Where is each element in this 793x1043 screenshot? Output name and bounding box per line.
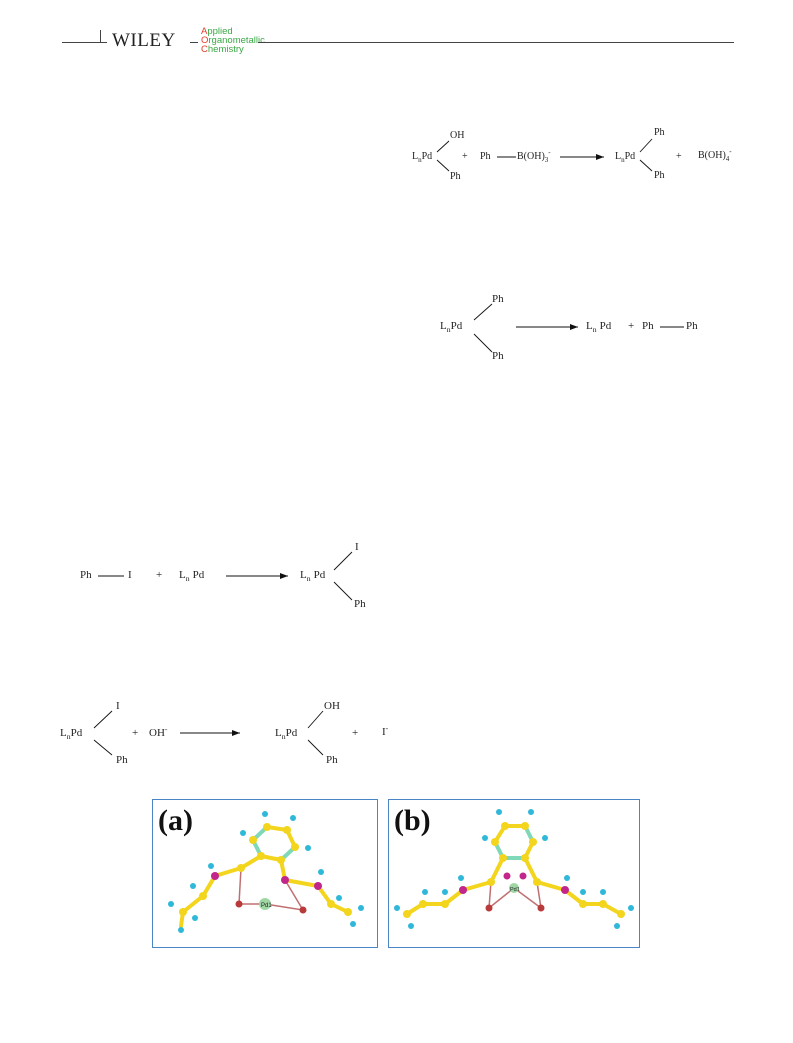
s4-lnpd-product: LnPd — [275, 727, 298, 742]
s3-ph-product: Ph — [354, 598, 366, 610]
s3-bond-pd-i — [333, 551, 353, 571]
s1-lnpd-reactant: LnPd — [412, 151, 433, 164]
s1-bond-pd-ph-top — [639, 138, 653, 153]
pd-label-a: Pd1 — [261, 903, 272, 909]
figure-panel-b: (b) — [388, 799, 640, 948]
s4-bond-pd-oh — [307, 710, 324, 729]
s1-lnpd-product: LnPd — [615, 151, 636, 164]
panel-b-label: (b) — [394, 804, 431, 837]
s4-lnpd-reactant: LnPd — [60, 727, 83, 742]
s2-plus: + — [628, 320, 635, 332]
journal-name: Applied Organometallic Chemistry — [201, 26, 265, 55]
s4-plus-2: + — [352, 727, 359, 739]
s1-bond-pd-oh — [436, 140, 450, 153]
s4-iodide: I- — [382, 723, 389, 738]
s4-bond-pd-ph-product — [307, 739, 324, 756]
s2-ph-top: Ph — [492, 293, 504, 305]
s4-oh-product: OH — [324, 700, 340, 712]
s1-plus-1: + — [462, 151, 468, 162]
s1-boronate: B(OH)3- — [517, 148, 551, 164]
molecule-structure-b: Pd1 — [394, 809, 634, 929]
s1-bond-pd-ph — [436, 159, 450, 172]
s1-ph-product-bottom: Ph — [654, 170, 665, 181]
s4-bond-pd-i — [93, 710, 113, 729]
s4-ph: Ph — [116, 754, 128, 766]
s3-i: I — [128, 569, 132, 581]
figure-panel-a: (a) — [152, 799, 378, 948]
s1-bond-pd-ph-bottom — [639, 159, 653, 172]
journal-line-1-initial: A — [201, 26, 208, 37]
publisher-logo: WILEY — [112, 30, 176, 51]
s4-i: I — [116, 700, 120, 712]
s3-i-product: I — [355, 541, 359, 553]
journal-line-3-rest: hemistry — [207, 44, 244, 55]
s4-ph-product: Ph — [326, 754, 338, 766]
journal-line-3-initial: C — [201, 44, 208, 55]
journal-line-2-initial: O — [201, 35, 209, 46]
s2-ph-bottom: Ph — [492, 350, 504, 362]
journal-line-1-rest: pplied — [207, 26, 233, 37]
s1-ph-boronate: Ph — [480, 151, 491, 162]
molecule-structure-a: Pd1 — [168, 811, 364, 933]
s3-bond-pd-ph — [333, 581, 353, 601]
s3-ph: Ph — [80, 569, 92, 581]
s4-bond-pd-ph — [93, 739, 113, 756]
s1-oh: OH — [450, 130, 465, 141]
s1-plus-2: + — [676, 151, 682, 162]
s2-bond-pd-ph-bottom — [473, 333, 493, 353]
s4-hydroxide: OH- — [149, 724, 168, 739]
s2-ph-left: Ph — [642, 320, 654, 332]
panel-a-label: (a) — [158, 804, 193, 837]
s4-plus-1: + — [132, 727, 139, 739]
s1-ph-product-top: Ph — [654, 127, 665, 138]
s2-ph-right: Ph — [686, 320, 698, 332]
s2-lnpd-reactant: LnPd — [440, 320, 463, 335]
s2-bond-pd-ph-top — [473, 303, 493, 321]
journal-line-2-rest: rganometallic — [208, 35, 265, 46]
s1-borate: B(OH)4- — [698, 147, 732, 163]
s3-plus: + — [156, 569, 163, 581]
s1-ph: Ph — [450, 171, 461, 182]
pd-label-b: Pd1 — [510, 887, 520, 893]
